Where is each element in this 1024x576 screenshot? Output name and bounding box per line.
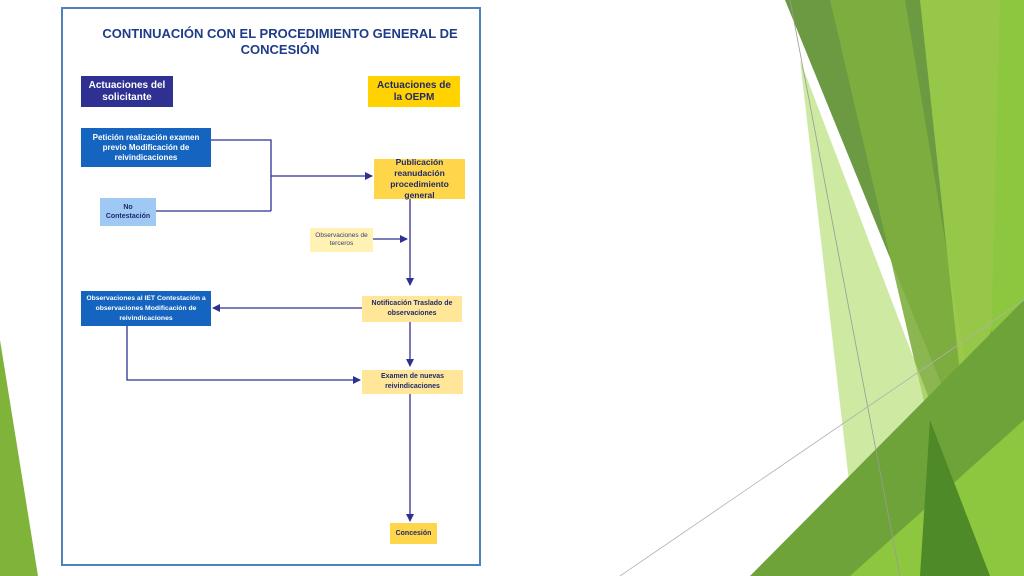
node-concesion: Concesión	[390, 523, 437, 544]
arrow-iet-to-examen	[126, 326, 361, 384]
connector-peticion	[211, 139, 272, 211]
diagram-title: CONTINUACIÓN CON EL PROCEDIMIENTO GENERA…	[102, 26, 458, 57]
header-oepm: Actuaciones de la OEPM	[368, 76, 460, 107]
node-publicacion: Publicación reanudación procedimiento ge…	[374, 157, 465, 200]
node-observaciones-terceros: Observaciones de terceros	[310, 228, 373, 252]
node-notificacion: Notificación Traslado de observaciones	[362, 296, 462, 322]
node-peticion: Petición realización examen previo Modif…	[81, 128, 211, 167]
node-no-contestacion: No Contestación	[100, 198, 156, 226]
node-examen: Examen de nuevas reivindicaciones	[362, 370, 463, 394]
header-solicitante: Actuaciones del solicitante	[81, 76, 173, 107]
node-observaciones-iet: Observaciones al IET Contestación a obse…	[81, 291, 211, 326]
